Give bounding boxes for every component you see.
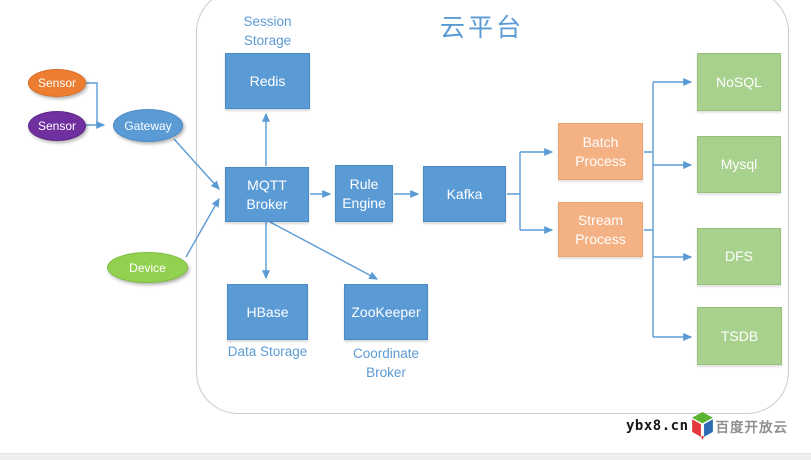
caption-coordinate-broker: Coordinate Broker — [352, 346, 420, 380]
node-sensor-2: Sensor — [28, 111, 86, 141]
caption-session-storage: Session Storage — [243, 14, 292, 48]
node-hbase: HBase — [227, 284, 308, 340]
bottom-bar — [0, 453, 811, 460]
node-rule-engine-label: Rule Engine — [342, 175, 386, 211]
node-mysql: Mysql — [697, 136, 781, 193]
node-sensor-2-label: Sensor — [37, 119, 77, 133]
node-redis-label: Redis — [249, 72, 286, 89]
node-stream-process-label: Stream Process — [575, 211, 626, 247]
edge-storage-bus — [644, 82, 654, 337]
node-sensor-1: Sensor — [28, 69, 86, 97]
watermark: ybx8.cn 百度开放云 — [626, 410, 788, 442]
node-dfs: DFS — [697, 228, 781, 285]
node-device: Device — [107, 252, 188, 283]
watermark-brand-text: 百度开放云 — [715, 420, 789, 435]
caption-data-storage: Data Storage — [227, 344, 308, 359]
node-dfs-label: DFS — [725, 248, 753, 265]
node-zookeeper-label: ZooKeeper — [351, 303, 421, 320]
node-kafka: Kafka — [423, 166, 506, 222]
node-gateway: Gateway — [113, 109, 183, 142]
node-kafka-label: Kafka — [446, 185, 483, 202]
node-mqtt-broker-label: MQTT Broker — [246, 176, 288, 212]
node-gateway-label: Gateway — [124, 118, 172, 133]
baidu-cloud-cube-icon — [690, 412, 715, 440]
node-nosql-label: NoSQL — [716, 73, 762, 90]
node-batch-process-label: Batch Process — [575, 133, 626, 169]
edge-gateway-to-mqtt — [173, 138, 220, 190]
cloud-platform-boundary — [196, 0, 789, 414]
edge-kafka-branch — [507, 152, 521, 230]
edge-sensor1-join — [86, 82, 98, 125]
node-batch-process: Batch Process — [558, 123, 643, 180]
edge-mqtt-to-zookeeper — [269, 221, 379, 280]
diagram-title: 云平台 — [440, 14, 525, 42]
edge-device-to-mqtt — [185, 197, 220, 258]
node-rule-engine: Rule Engine — [335, 165, 393, 222]
node-redis: Redis — [225, 53, 310, 109]
node-zookeeper: ZooKeeper — [344, 284, 428, 340]
watermark-site-text: ybx8.cn — [626, 418, 689, 434]
node-mqtt-broker: MQTT Broker — [225, 167, 309, 222]
node-hbase-label: HBase — [246, 303, 289, 320]
node-mysql-label: Mysql — [720, 156, 758, 173]
node-stream-process: Stream Process — [558, 202, 643, 257]
node-tsdb: TSDB — [697, 307, 782, 365]
node-nosql: NoSQL — [697, 53, 781, 111]
node-device-label: Device — [129, 260, 166, 275]
node-sensor-1-label: Sensor — [37, 76, 77, 90]
node-tsdb-label: TSDB — [720, 327, 759, 344]
